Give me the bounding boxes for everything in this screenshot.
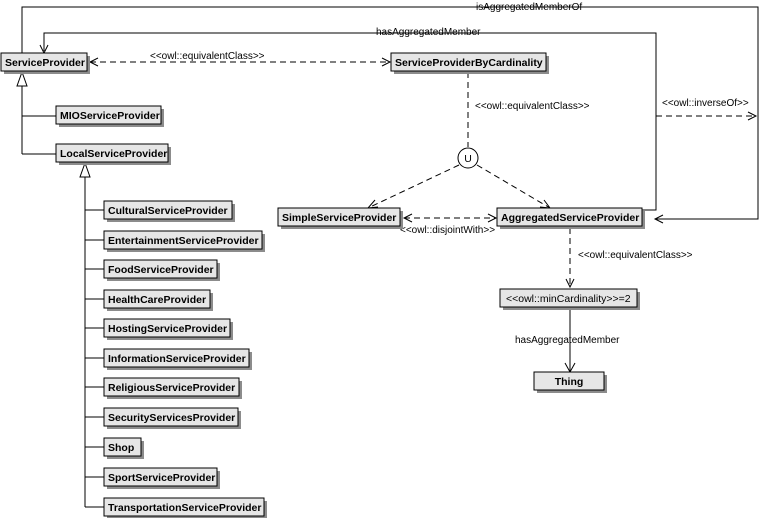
node-security-services-provider[interactable]: SecurityServicesProvider	[103, 407, 241, 429]
label-equivalent-class-bottom: <<owl::equivalentClass>>	[578, 250, 693, 261]
node-child-label: CulturalServiceProvider	[108, 205, 228, 217]
edge-is-aggregated-member-of	[21, 6, 759, 224]
node-hosting-service-provider[interactable]: HostingServiceProvider	[103, 318, 233, 340]
edge-union-members	[366, 164, 552, 209]
node-child-label: HealthCareProvider	[108, 294, 206, 306]
node-child-label: FoodServiceProvider	[108, 264, 214, 276]
node-entertainment-service-provider[interactable]: EntertainmentServiceProvider	[103, 230, 265, 252]
node-child-label: SportServiceProvider	[108, 472, 215, 484]
node-union-label: U	[464, 153, 472, 165]
node-local-service-provider[interactable]: LocalServiceProvider	[55, 143, 171, 165]
node-food-service-provider[interactable]: FoodServiceProvider	[103, 259, 220, 281]
edge-disjoint-with	[402, 213, 498, 223]
node-aggregated-service-provider-label: AggregatedServiceProvider	[501, 212, 639, 224]
node-child-label: SecurityServicesProvider	[108, 412, 235, 424]
label-equivalent-class-top: <<owl::equivalentClass>>	[150, 51, 265, 62]
node-service-provider[interactable]: ServiceProvider	[0, 52, 90, 74]
node-health-care-provider[interactable]: HealthCareProvider	[103, 289, 213, 311]
node-min-cardinality-label: <<owl::minCardinality>>=2	[506, 293, 631, 305]
label-disjoint-with: <<owl::disjointWith>>	[400, 225, 495, 236]
edge-equivalent-class-bottom	[565, 228, 575, 289]
node-sport-service-provider[interactable]: SportServiceProvider	[103, 467, 220, 489]
node-aggregated-service-provider[interactable]: AggregatedServiceProvider	[496, 207, 645, 229]
node-child-label: ReligiousServiceProvider	[108, 382, 235, 394]
node-union[interactable]: U	[457, 147, 479, 169]
node-child-label: TransportationServiceProvider	[108, 502, 261, 514]
node-child-label: Shop	[108, 442, 134, 454]
node-transportation-service-provider[interactable]: TransportationServiceProvider	[103, 497, 267, 518]
node-child-label: EntertainmentServiceProvider	[108, 235, 259, 247]
node-child-label: InformationServiceProvider	[108, 353, 246, 365]
label-is-aggregated-member-of: isAggregatedMemberOf	[476, 2, 582, 13]
node-information-service-provider[interactable]: InformationServiceProvider	[103, 348, 252, 370]
edge-generalization-service-provider	[16, 70, 56, 155]
label-equivalent-class-mid: <<owl::equivalentClass>>	[475, 101, 590, 112]
node-mio-service-provider-label: MIOServiceProvider	[60, 110, 160, 122]
node-child-label: HostingServiceProvider	[108, 323, 227, 335]
node-shop[interactable]: Shop	[103, 437, 144, 459]
label-has-aggregated-member-bottom: hasAggregatedMember	[515, 335, 620, 346]
node-service-provider-label: ServiceProvider	[5, 57, 85, 69]
label-inverse-of: <<owl::inverseOf>>	[662, 98, 749, 109]
node-cultural-service-provider[interactable]: CulturalServiceProvider	[103, 200, 235, 222]
node-min-cardinality[interactable]: <<owl::minCardinality>>=2	[499, 288, 640, 310]
node-simple-service-provider-label: SimpleServiceProvider	[282, 212, 396, 224]
edge-generalization-local-service-provider	[79, 161, 104, 508]
node-local-service-provider-label: LocalServiceProvider	[60, 148, 167, 160]
node-service-provider-by-cardinality[interactable]: ServiceProviderByCardinality	[390, 52, 549, 74]
node-simple-service-provider[interactable]: SimpleServiceProvider	[277, 207, 403, 229]
label-has-aggregated-member-top: hasAggregatedMember	[376, 27, 481, 38]
edge-inverse-of	[656, 111, 758, 121]
node-mio-service-provider[interactable]: MIOServiceProvider	[55, 105, 164, 127]
node-thing[interactable]: Thing	[533, 371, 607, 393]
node-service-provider-by-cardinality-label: ServiceProviderByCardinality	[395, 57, 543, 69]
node-thing-label: Thing	[555, 376, 584, 388]
node-religious-service-provider[interactable]: ReligiousServiceProvider	[103, 377, 242, 399]
